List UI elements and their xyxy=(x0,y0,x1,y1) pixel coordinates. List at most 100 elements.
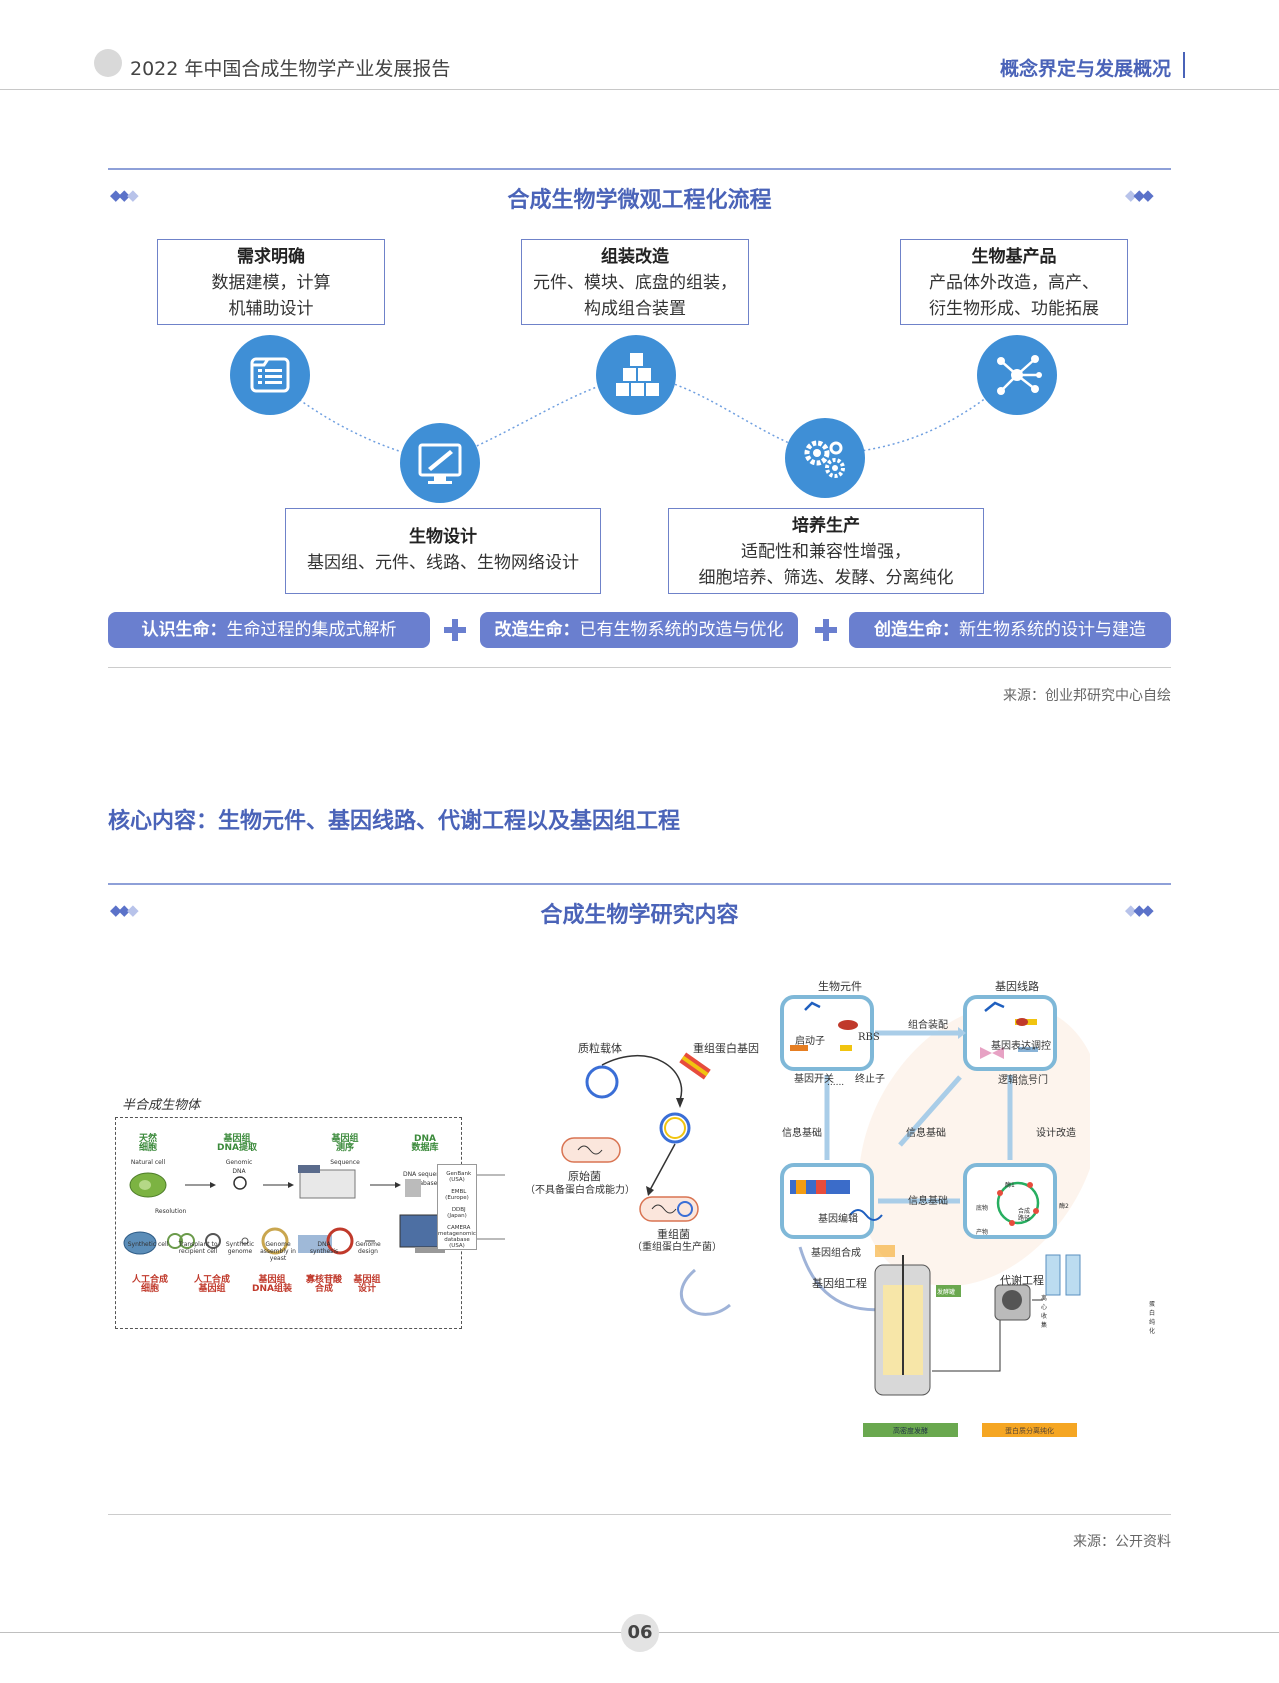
pill-modify-life: 改造生命：已有生物系统的改造与优化 xyxy=(480,612,798,648)
box-bioproduct-line2: 衍生物形成、功能拓展 xyxy=(929,299,1099,319)
part-promoter: 启动子 xyxy=(795,1036,825,1047)
box-bioproduct-line1: 产品体外改造，高产、 xyxy=(929,273,1099,293)
genome-synthesis: 基因组合成 xyxy=(811,1248,861,1259)
fig1-left-diamonds: ◆◆◆ xyxy=(110,186,138,204)
box-assembly-title: 组装改造 xyxy=(601,247,669,267)
label-recomb-gene: 重组蛋白基因 xyxy=(693,1042,759,1055)
genome-engineering-title: 基因组工程 xyxy=(812,1277,867,1290)
part-switch: 基因开关 xyxy=(794,1074,834,1085)
sub-genomic-dna: Genomic DNA xyxy=(225,1159,253,1175)
metabolic-engineering-title: 代谢工程 xyxy=(1000,1274,1044,1287)
process-purify: 蛋白纯化 xyxy=(1148,1301,1155,1335)
section-title: 概念界定与发展概况 xyxy=(999,58,1171,80)
circuit-title: 基因线路 xyxy=(995,980,1039,993)
label-design-modify: 设计改造 xyxy=(1036,1128,1076,1139)
recombinant-illustration xyxy=(561,1052,731,1316)
box-cultivation-title: 培养生产 xyxy=(792,516,860,536)
box-bioproduct-title: 生物基产品 xyxy=(971,247,1057,267)
page-number: 06 xyxy=(621,1614,659,1652)
header-rule xyxy=(0,89,1279,90)
cubes-icon xyxy=(596,335,676,415)
fig2-right-diamonds: ◆◆◆ xyxy=(1125,901,1154,919)
section-divider xyxy=(1183,52,1185,78)
pill-modify-label: 改造生命： xyxy=(494,620,580,640)
fig1-bottom-rule xyxy=(108,667,1171,668)
metab-pathway: 合成 路径 xyxy=(1018,1208,1031,1222)
pill-create-life: 创造生命：新生物系统的设计与建造 xyxy=(849,612,1171,648)
label-sequencing: 基因组 测序 xyxy=(331,1134,359,1153)
sub-synthetic-genome: Synthetic genome xyxy=(225,1241,255,1255)
box-requirement-line2: 机辅助设计 xyxy=(228,299,314,319)
sub-transplant: Transplant to recipient cell xyxy=(178,1241,218,1255)
label-synthetic-cell: 人工合成 细胞 xyxy=(131,1275,168,1294)
label-dna-database: DNA 数据库 xyxy=(411,1134,439,1153)
synbio-content-diagram xyxy=(780,995,1090,1437)
fig1-title: 合成生物学微观工程化流程 xyxy=(507,188,772,213)
part-terminator: 终止子 xyxy=(855,1074,885,1085)
process-flow-curve xyxy=(267,374,1016,463)
plus-icon xyxy=(815,619,837,641)
pill-create-text: 新生物系统的设计与建造 xyxy=(959,620,1146,640)
circuit-more: ...... xyxy=(1015,1078,1033,1088)
monitor-pen-icon xyxy=(400,423,480,503)
sub-synthetic-cell: Synthetic cell xyxy=(127,1241,169,1248)
label-genome-assembly: 基因组 DNA组装 xyxy=(252,1275,292,1294)
label-info-1: 信息基础 xyxy=(782,1128,822,1139)
part-rbs: RBS xyxy=(858,1032,880,1043)
fig2-bottom-rule xyxy=(108,1514,1171,1515)
box-biodesign-title: 生物设计 xyxy=(409,527,477,547)
bar-protein-purify: 蛋白质分离纯化 xyxy=(1005,1427,1054,1435)
label-host-note: （不具备蛋白合成能力） xyxy=(525,1185,635,1196)
metab-substrate: 底物 xyxy=(976,1205,989,1212)
label-recomb-strain: 重组菌 xyxy=(657,1228,690,1241)
metab-product: 产物 xyxy=(976,1229,989,1236)
header-logo-dot xyxy=(94,49,122,77)
pill-understand-text: 生命过程的集成式解析 xyxy=(226,620,397,640)
label-info-3: 信息基础 xyxy=(908,1196,948,1207)
pill-understand-life: 认识生命：生命过程的集成式解析 xyxy=(108,612,430,648)
genome-edit: 基因编辑 xyxy=(818,1214,858,1225)
semi-synthetic-caption: 半合成生物体 xyxy=(122,1098,201,1113)
list-icon xyxy=(230,335,310,415)
sub-natural-cell: Natural cell xyxy=(130,1159,166,1166)
plus-icon xyxy=(444,619,466,641)
sub-assembly-yeast: Genome assembly in yeast xyxy=(260,1241,296,1262)
sub-databases: DNA sequence databases xyxy=(402,1171,448,1187)
box-bioproduct: 生物基产品 产品体外改造，高产、 衍生物形成、功能拓展 xyxy=(900,239,1128,325)
box-biodesign: 生物设计 基因组、元件、线路、生物网络设计 xyxy=(285,508,601,594)
label-plasmid: 质粒载体 xyxy=(578,1042,622,1055)
box-biodesign-line1: 基因组、元件、线路、生物网络设计 xyxy=(307,553,579,573)
label-assemble: 组合装配 xyxy=(908,1020,948,1031)
sub-dna-synthesis: DNA synthesis xyxy=(309,1241,339,1255)
fig2-source: 来源：公开资料 xyxy=(1073,1534,1171,1550)
db-list: GenBank (USA) EMBL (Europe) DDBJ (Japan)… xyxy=(437,1164,477,1250)
fig2-left-diamonds: ◆◆◆ xyxy=(110,901,138,919)
bar-high-density: 高密度发酵 xyxy=(893,1427,928,1435)
box-cultivation-line1: 适配性和兼容性增强， xyxy=(741,542,911,562)
process-fermenter: 发酵罐 xyxy=(937,1289,956,1296)
circuit-regulation: 基因表达调控 xyxy=(991,1041,1051,1052)
db-ddbj: DDBJ (Japan) xyxy=(447,1207,467,1219)
box-assembly: 组装改造 元件、模块、底盘的组装， 构成组合装置 xyxy=(521,239,749,325)
box-cultivation: 培养生产 适配性和兼容性增强， 细胞培养、筛选、发酵、分离纯化 xyxy=(668,508,984,594)
metab-enzyme-1: 酶1 xyxy=(1005,1182,1015,1189)
box-requirement: 需求明确 数据建模，计算 机辅助设计 xyxy=(157,239,385,325)
pill-understand-label: 认识生命： xyxy=(141,620,227,640)
label-genome-design: 基因组 设计 xyxy=(353,1275,381,1294)
part-more: ...... xyxy=(827,1078,845,1088)
fig1-source: 来源：创业邦研究中心自绘 xyxy=(1003,688,1171,704)
label-dna-extract: 基因组 DNA提取 xyxy=(217,1134,257,1153)
pill-modify-text: 已有生物系统的改造与优化 xyxy=(579,620,784,640)
db-camera: CAMERA metagenomic database (USA) xyxy=(438,1225,476,1249)
network-icon xyxy=(977,335,1057,415)
fig1-top-rule xyxy=(108,168,1171,170)
box-requirement-line1: 数据建模，计算 xyxy=(211,273,331,293)
fig2-title: 合成生物学研究内容 xyxy=(540,903,739,928)
label-oligo-synthesis: 寡核苷酸 合成 xyxy=(305,1275,342,1294)
parts-title: 生物元件 xyxy=(818,980,862,993)
box-assembly-line2: 构成组合装置 xyxy=(584,299,686,319)
report-title: 2022 年中国合成生物学产业发展报告 xyxy=(130,58,451,80)
gears-icon xyxy=(785,418,865,498)
process-centrifuge: 离心收集 xyxy=(1040,1295,1047,1329)
core-content-heading: 核心内容：生物元件、基因线路、代谢工程以及基因组工程 xyxy=(108,809,681,834)
